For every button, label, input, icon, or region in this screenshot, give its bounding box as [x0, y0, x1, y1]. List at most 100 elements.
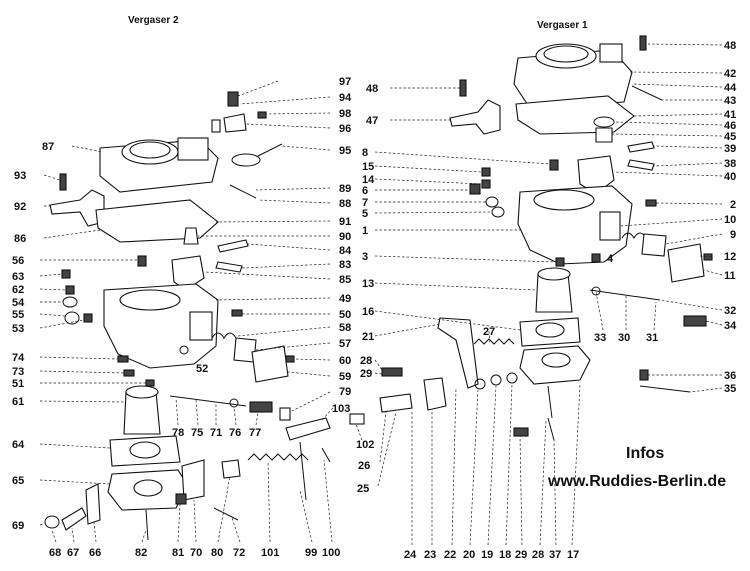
callout-71: 71 — [210, 427, 222, 439]
callout-65: 65 — [12, 475, 24, 487]
callout-41: 41 — [724, 109, 736, 121]
callout-20: 20 — [463, 549, 475, 561]
callout-58: 58 — [339, 322, 351, 334]
callout-89: 89 — [339, 183, 351, 195]
callout-74: 74 — [12, 352, 25, 364]
callout-84: 84 — [339, 245, 352, 257]
carb1-parts — [349, 35, 713, 441]
callout-73: 73 — [12, 366, 24, 378]
callout-39: 39 — [724, 143, 736, 155]
callout-63: 63 — [12, 271, 24, 283]
callout-28b: 28 — [532, 549, 544, 561]
callout-40: 40 — [724, 171, 736, 183]
title-vergaser-2: Vergaser 2 — [128, 15, 179, 26]
callout-90: 90 — [339, 231, 351, 243]
callout-88: 88 — [339, 198, 351, 210]
callout-59: 59 — [339, 371, 351, 383]
callout-44: 44 — [724, 82, 737, 94]
callout-100: 100 — [322, 547, 340, 559]
callout-30: 30 — [618, 332, 630, 344]
callout-103: 103 — [332, 403, 350, 415]
callout-92: 92 — [14, 201, 26, 213]
callout-18: 18 — [499, 549, 511, 561]
callout-75: 75 — [191, 427, 203, 439]
callout-32: 32 — [724, 305, 736, 317]
callout-85: 85 — [339, 274, 351, 286]
callout-72: 72 — [233, 547, 245, 559]
callout-95: 95 — [339, 145, 351, 157]
callout-15: 15 — [362, 161, 374, 173]
callout-62: 62 — [12, 284, 24, 296]
callout-1: 1 — [362, 225, 368, 237]
callout-82: 82 — [135, 547, 147, 559]
callout-16: 16 — [362, 306, 374, 318]
callout-46: 46 — [724, 120, 736, 132]
callout-37: 37 — [549, 549, 561, 561]
callout-29b: 29 — [515, 549, 527, 561]
callout-81: 81 — [172, 547, 184, 559]
callout-48: 48 — [724, 40, 736, 52]
callout-50: 50 — [339, 309, 351, 321]
callout-35: 35 — [724, 383, 736, 395]
callout-53: 53 — [12, 323, 24, 335]
callout-101: 101 — [261, 547, 279, 559]
callout-7: 7 — [362, 197, 368, 209]
callout-24: 24 — [404, 549, 417, 561]
callout-25: 25 — [357, 483, 369, 495]
callout-61: 61 — [12, 396, 24, 408]
callouts-carb1: 48 42 44 43 41 46 45 39 38 40 48 47 8 15… — [356, 40, 737, 561]
callout-48b: 48 — [366, 83, 378, 95]
callout-54: 54 — [12, 297, 25, 309]
callout-45: 45 — [724, 131, 736, 143]
callout-36: 36 — [724, 370, 736, 382]
callout-4: 4 — [607, 253, 614, 265]
callout-29: 29 — [360, 368, 372, 380]
callout-23: 23 — [424, 549, 436, 561]
callout-34: 34 — [724, 320, 737, 332]
callout-57: 57 — [339, 338, 351, 350]
callout-52: 52 — [196, 363, 208, 375]
callout-14: 14 — [362, 174, 375, 186]
callout-86: 86 — [14, 233, 26, 245]
callout-55: 55 — [12, 309, 24, 321]
callout-5: 5 — [362, 208, 368, 220]
callout-19: 19 — [481, 549, 493, 561]
callout-98: 98 — [339, 108, 351, 120]
callout-67: 67 — [67, 547, 79, 559]
callout-83: 83 — [339, 259, 351, 271]
callout-79: 79 — [339, 386, 351, 398]
callout-47: 47 — [366, 115, 378, 127]
callout-10: 10 — [724, 214, 736, 226]
callout-12: 12 — [724, 251, 736, 263]
infos-label: Infos — [626, 445, 664, 462]
callout-21: 21 — [362, 331, 374, 343]
callout-31: 31 — [646, 332, 658, 344]
callout-51: 51 — [12, 378, 24, 390]
callout-3: 3 — [362, 251, 368, 263]
callout-13: 13 — [362, 278, 374, 290]
callout-38: 38 — [724, 158, 736, 170]
callout-6: 6 — [362, 185, 368, 197]
callout-17: 17 — [567, 549, 579, 561]
callout-60: 60 — [339, 355, 351, 367]
callout-28: 28 — [360, 355, 372, 367]
callout-99: 99 — [305, 547, 317, 559]
callout-93: 93 — [14, 170, 26, 182]
callout-64: 64 — [12, 439, 25, 451]
callout-27: 27 — [483, 326, 495, 338]
callout-56: 56 — [12, 255, 24, 267]
callout-76: 76 — [229, 427, 241, 439]
callout-78: 78 — [172, 427, 184, 439]
callout-49: 49 — [339, 293, 351, 305]
website-url[interactable]: www.Ruddies-Berlin.de — [547, 473, 726, 490]
callout-70: 70 — [190, 547, 202, 559]
callout-80: 80 — [211, 547, 223, 559]
callout-96: 96 — [339, 123, 351, 135]
callout-69: 69 — [12, 520, 24, 532]
callout-102: 102 — [356, 439, 374, 451]
callout-26: 26 — [358, 460, 370, 472]
callout-2: 2 — [730, 199, 736, 211]
carb2-parts — [44, 91, 331, 541]
callout-42: 42 — [724, 68, 736, 80]
